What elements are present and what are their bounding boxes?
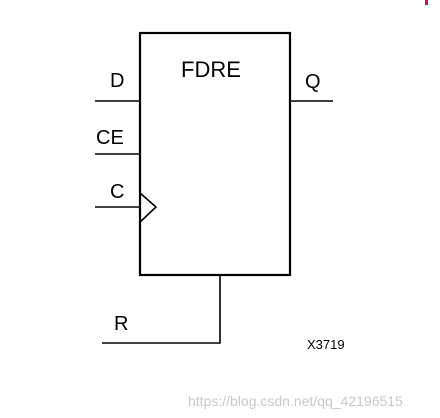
pin-label-ce: CE (96, 127, 124, 149)
pin-label-c: C (110, 181, 124, 203)
r-reset-wire (102, 275, 221, 344)
pin-label-q: Q (305, 71, 321, 93)
pin-label-d: D (110, 70, 124, 92)
watermark-text: https://blog.csdn.net/qq_42196515 (188, 393, 403, 409)
clock-triangle (139, 192, 158, 223)
pin-label-r: R (114, 313, 128, 335)
corner-mark (425, 0, 428, 5)
component-box (138, 31, 292, 277)
component-name: FDRE (181, 57, 241, 82)
figure-id: X3719 (307, 337, 345, 352)
